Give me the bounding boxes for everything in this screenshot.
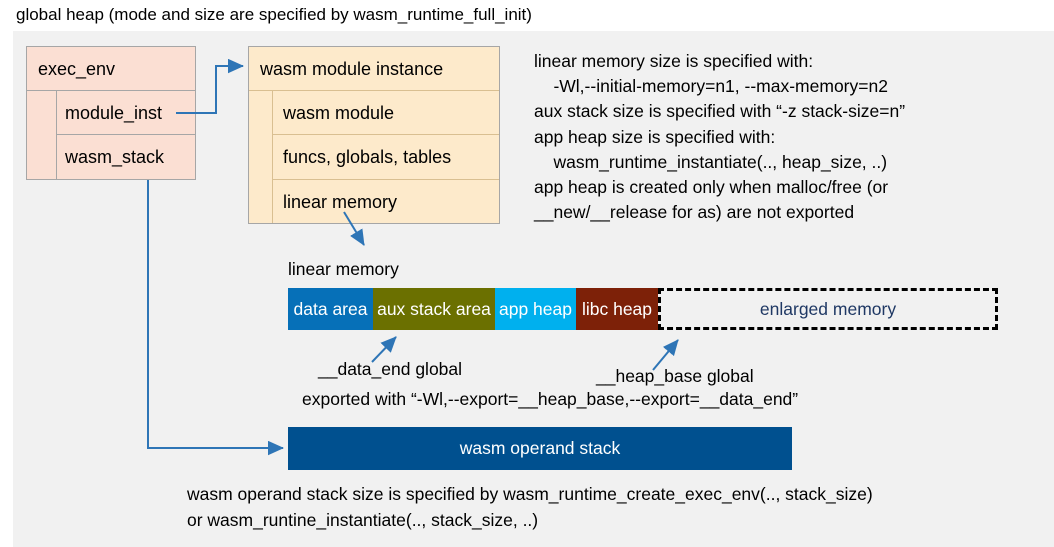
linear-memory-bar: data area aux stack area app heap libc heap… <box>288 288 998 330</box>
memory-segment-app-heap: app heap <box>495 288 576 330</box>
data-end-global-label: __data_end global <box>318 359 463 379</box>
exported-with-label: exported with “-Wl,--export=__heap_base,… <box>302 389 799 409</box>
module-instance-field-funcs-globals-tables: funcs, globals, tables <box>273 135 499 180</box>
wasm-module-instance-box <box>248 46 500 224</box>
exec-env-gutter <box>27 91 57 179</box>
memory-segment-label: enlarged memory <box>759 298 897 319</box>
linear-memory-bar-caption: linear memory <box>288 259 399 279</box>
memory-segment-label: app heap <box>499 298 572 319</box>
module-instance-field-linear-memory: linear memory <box>273 180 499 223</box>
linear-memory-field-label: linear memory <box>283 191 398 212</box>
wasm-operand-stack-label: wasm operand stack <box>459 438 621 458</box>
memory-segment-label: data area <box>293 298 368 319</box>
wasm-stack-label: wasm_stack <box>65 147 165 167</box>
funcs-globals-tables-label: funcs, globals, tables <box>283 147 452 167</box>
exec-env-field-module-inst: module_inst <box>57 91 195 135</box>
memory-segment-enlarged-memory: enlarged memory <box>658 288 998 330</box>
exec-env-title-row: exec_env <box>27 47 195 91</box>
wasm-operand-stack-bar: wasm operand stack <box>288 427 792 470</box>
wasm-module-instance-gutter <box>249 91 273 223</box>
heap-base-global-label: __heap_base global <box>596 366 754 386</box>
memory-segment-libc-heap: libc heap <box>576 288 658 330</box>
exec-env-title-label: exec_env <box>38 58 116 79</box>
page-title: global heap (mode and size are specified… <box>16 5 532 24</box>
wasm-operand-stack-note: wasm operand stack size is specified by … <box>187 484 873 530</box>
memory-segment-data-area: data area <box>288 288 373 330</box>
module-inst-label: module_inst <box>65 102 163 123</box>
exec-env-field-wasm-stack: wasm_stack <box>57 135 195 179</box>
wasm-module-label: wasm module <box>283 102 395 123</box>
memory-segment-label: aux stack area <box>377 298 491 319</box>
linear-memory-description-text: linear memory size is specified with: -W… <box>534 51 906 223</box>
exec-env-box <box>26 46 196 180</box>
memory-segment-label: libc heap <box>581 298 653 319</box>
memory-segment-aux-stack-area: aux stack area <box>373 288 495 330</box>
wasm-module-instance-title-row: wasm module instance <box>249 47 499 91</box>
wasm-module-instance-title-label: wasm module instance <box>260 58 444 79</box>
module-instance-field-wasm-module: wasm module <box>273 91 499 135</box>
